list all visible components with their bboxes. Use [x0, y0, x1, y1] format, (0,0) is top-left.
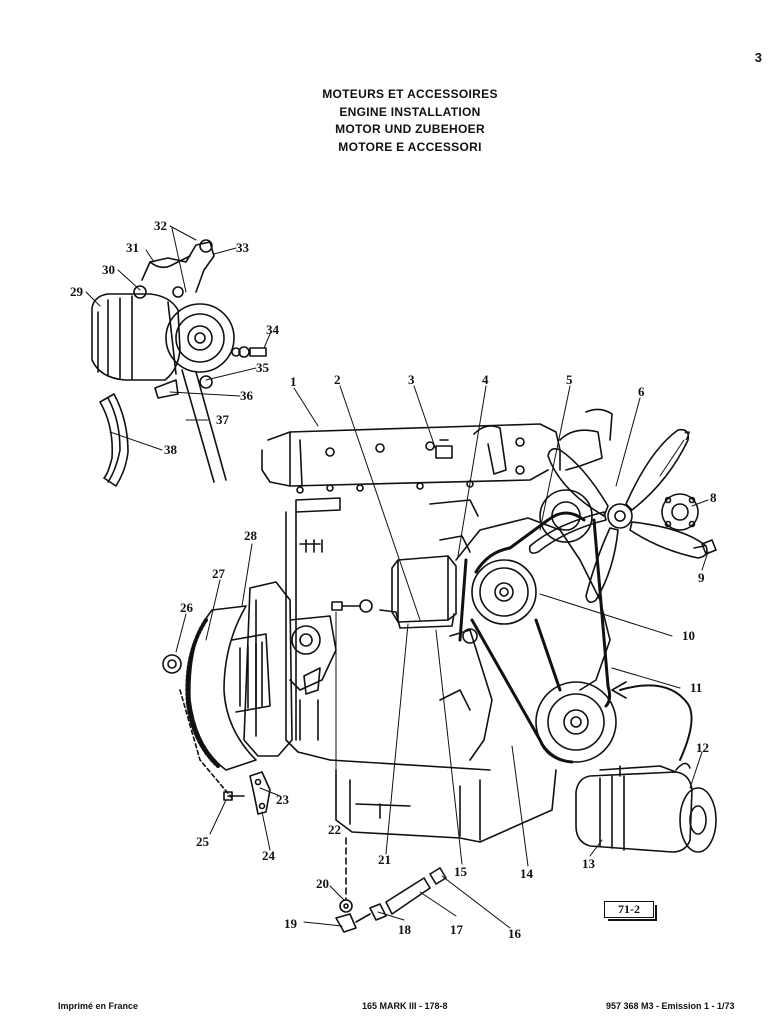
callout-33: 33	[236, 240, 250, 255]
callout-25: 25	[196, 834, 210, 849]
callout-21: 21	[378, 852, 391, 867]
page-number: 3	[754, 50, 762, 65]
callout-2: 2	[334, 372, 341, 387]
callout-17: 17	[450, 922, 464, 937]
callout-26: 26	[180, 600, 194, 615]
engine-block	[243, 423, 561, 843]
starter-motor	[575, 681, 717, 853]
callout-32: 32	[154, 218, 167, 233]
callout-19: 19	[284, 916, 298, 931]
callout-27: 27	[212, 566, 226, 581]
callout-7: 7	[684, 428, 691, 443]
leader-lines	[85, 225, 709, 929]
callout-12: 12	[696, 740, 709, 755]
footer-model: 165 MARK III - 178-8	[362, 1001, 448, 1011]
timing-cover	[439, 408, 617, 764]
title-line-en: ENGINE INSTALLATION	[339, 104, 481, 119]
oil-filter-housing	[379, 535, 471, 629]
callout-36: 36	[240, 388, 254, 403]
callout-38: 38	[164, 442, 178, 457]
callout-37: 37	[216, 412, 230, 427]
callout-28: 28	[244, 528, 258, 543]
cooling-fan	[528, 428, 717, 604]
callout-24: 24	[262, 848, 276, 863]
callout-20: 20	[316, 876, 329, 891]
footer-part-number: 957 368 M3 - Emission 1 - 1/73	[606, 1001, 735, 1011]
callout-16: 16	[508, 926, 522, 941]
callout-1: 1	[290, 374, 297, 389]
callout-6: 6	[638, 384, 645, 399]
figure-reference-box: 71-2	[604, 901, 657, 921]
title-line-it: MOTORE E ACCESSORI	[338, 139, 482, 154]
callout-9: 9	[698, 570, 705, 585]
flywheel	[162, 605, 271, 799]
callout-29: 29	[70, 284, 84, 299]
footer-printed-in: Imprimé en France	[58, 1001, 139, 1011]
callout-10: 10	[682, 628, 695, 643]
callout-31: 31	[126, 240, 139, 255]
alternator-inset	[91, 239, 267, 487]
callout-8: 8	[710, 490, 717, 505]
callout-18: 18	[398, 922, 412, 937]
callout-14: 14	[520, 866, 534, 881]
dipstick-pipe-assembly	[335, 837, 447, 933]
callout-34: 34	[266, 322, 280, 337]
callout-15: 15	[454, 864, 468, 879]
callout-22: 22	[328, 822, 341, 837]
bracket-23-24	[223, 771, 271, 815]
callout-13: 13	[582, 856, 596, 871]
title-line-fr: MOTEURS ET ACCESSOIRES	[322, 87, 498, 101]
title-line-de: MOTOR UND ZUBEHOER	[335, 122, 485, 136]
callout-5: 5	[566, 372, 573, 387]
callout-35: 35	[256, 360, 270, 375]
callout-11: 11	[690, 680, 702, 695]
callout-labels: 1 2 3 4 5 6 7 8 9 10 11 12 13 14 15 16 1…	[70, 218, 717, 941]
callout-30: 30	[102, 262, 115, 277]
callout-23: 23	[276, 792, 290, 807]
page-title: MOTEURS ET ACCESSOIRES ENGINE INSTALLATI…	[0, 86, 768, 156]
callout-4: 4	[482, 372, 489, 387]
callout-3: 3	[408, 372, 415, 387]
